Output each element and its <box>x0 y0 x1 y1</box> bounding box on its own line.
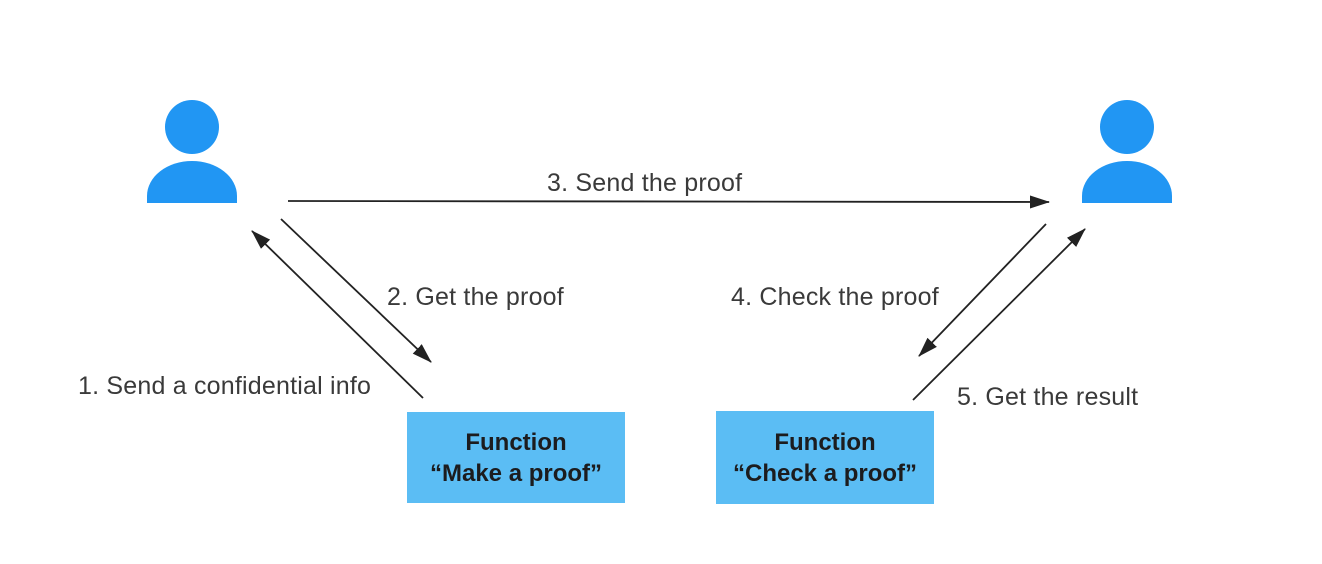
person-left-body <box>147 161 237 203</box>
person-left-icon <box>147 100 237 203</box>
function-make-proof-box: Function “Make a proof” <box>407 412 625 503</box>
arrow-step1-send-confidential-info <box>280 218 432 363</box>
person-right-icon <box>1082 100 1172 203</box>
function-make-proof-title: Function <box>465 428 567 456</box>
arrow-step3-send-the-proof <box>287 195 1050 209</box>
step4-label: 4. Check the proof <box>731 283 939 311</box>
person-right-body <box>1082 161 1172 203</box>
function-make-proof-subtitle: “Make a proof” <box>429 459 603 487</box>
step3-label: 3. Send the proof <box>547 169 743 197</box>
arrow-step2-get-the-proof <box>251 230 424 399</box>
person-right-head <box>1100 100 1154 154</box>
arrow-step4-check-the-proof <box>918 223 1047 357</box>
function-check-proof-title: Function <box>774 428 876 456</box>
step2-label: 2. Get the proof <box>387 283 564 311</box>
step5-label: 5. Get the result <box>957 383 1139 411</box>
function-check-proof-box: Function “Check a proof” <box>716 411 934 504</box>
person-left-head <box>165 100 219 154</box>
step1-label: 1. Send a confidential info <box>78 372 372 400</box>
function-check-proof-subtitle: “Check a proof” <box>732 459 918 487</box>
arrow-step5-get-the-result <box>912 228 1086 401</box>
